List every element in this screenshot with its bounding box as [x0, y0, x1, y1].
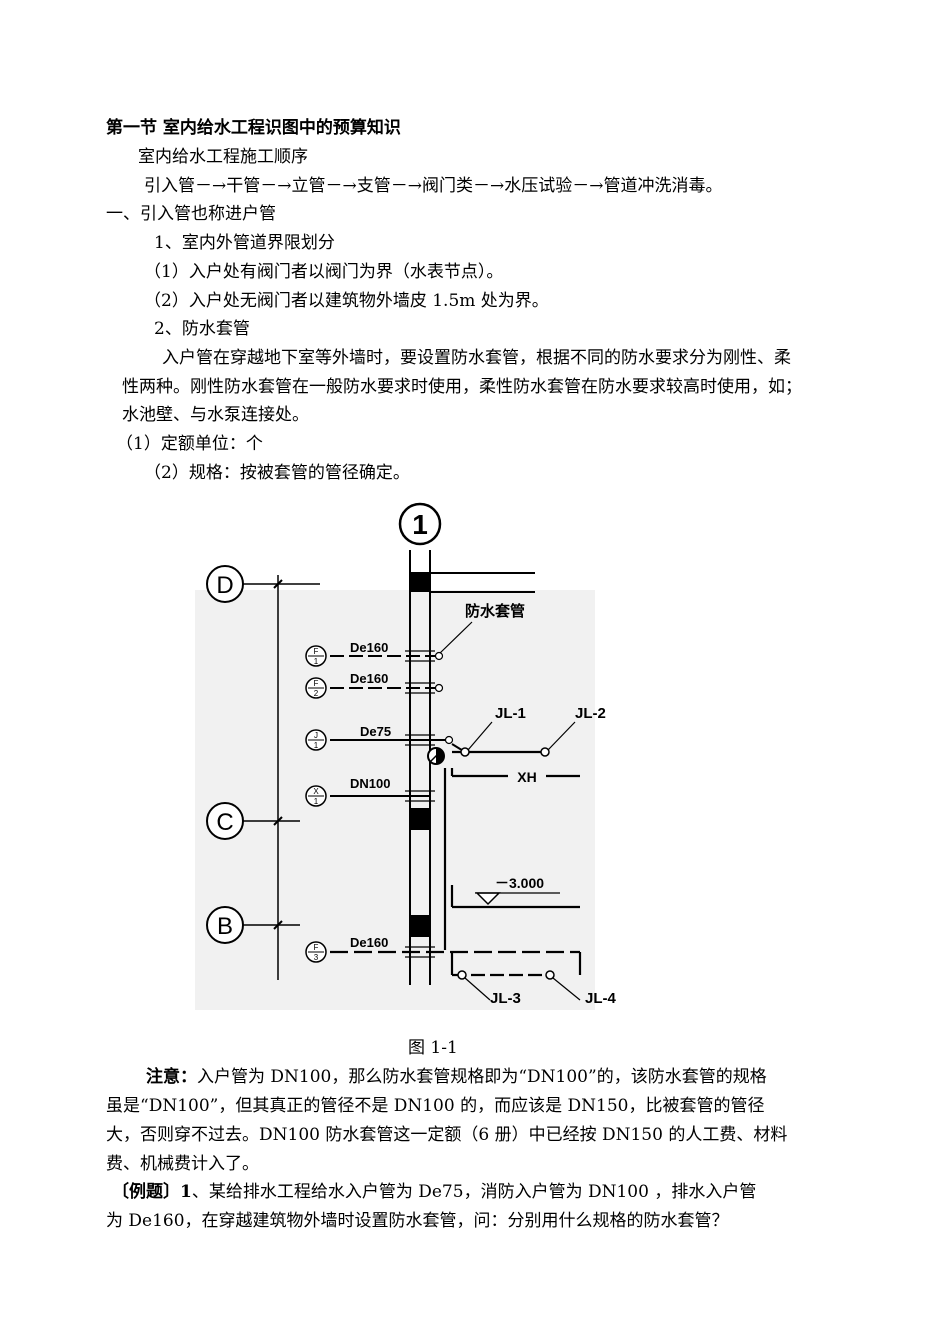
note-line-4: 费、机械费计入了。 — [106, 1154, 259, 1174]
riser-label-jl2: JL-2 — [575, 705, 606, 722]
axis-label-b: B — [217, 913, 233, 940]
section-one-title: 一、引入管也称进户管 — [106, 204, 276, 224]
riser-node-jl1 — [460, 747, 470, 757]
tag-f3-bottom: 3 — [314, 953, 319, 962]
column-block — [410, 915, 431, 937]
paragraph-line-3: 水池壁、与水泵连接处。 — [122, 405, 309, 425]
example-text-1: 、某给排水工程给水入户管为 De75，消防入户管为 DN100 ，排水入户管 — [191, 1182, 757, 1202]
note-line-1: 注意：入户管为 DN100，那么防水套管规格即为“DN100”的，该防水套管的规… — [146, 1066, 767, 1088]
riser-label-jl1: JL-1 — [495, 705, 526, 722]
tag-x1-bottom: 1 — [314, 797, 319, 806]
item-2-title: 2、防水套管 — [154, 319, 250, 339]
pipe-label-de160-1: De160 — [350, 640, 388, 655]
item-2-2: （2）规格：按被套管的管径确定。 — [144, 463, 410, 483]
valve-node — [434, 651, 444, 661]
note-text-1: 入户管为 DN100，那么防水套管规格即为“DN100”的，该防水套管的规格 — [197, 1067, 767, 1087]
valve-node — [434, 683, 444, 693]
axis-label-d: D — [216, 572, 233, 599]
riser-node-jl3 — [457, 970, 467, 980]
paragraph-line-2: 性两种。刚性防水套管在一般防水要求时使用，柔性防水套管在防水要求较高时使用，如； — [122, 377, 802, 397]
paragraph-line-1: 入户管在穿越地下室等外墙时，要设置防水套管，根据不同的防水要求分为刚性、柔 — [162, 348, 791, 368]
axis-label-c: C — [216, 809, 233, 836]
column-block — [410, 572, 431, 592]
note-line-3: 大，否则穿不过去。DN100 防水套管这一定额（6 册）中已经按 DN150 的… — [106, 1125, 788, 1145]
tag-f3-top: F — [314, 943, 319, 952]
pipe-label-de160-3: De160 — [350, 935, 388, 950]
note-label: 注意： — [146, 1067, 197, 1087]
tag-f2-top: F — [314, 679, 319, 688]
example-line-2: 为 De160，在穿越建筑物外墙时设置防水套管，问：分别用什么规格的防水套管？ — [106, 1211, 729, 1231]
example-label: 〔例题〕1 — [112, 1182, 192, 1202]
item-1-1: （1）入户处有阀门者以阀门为界（水表节点）。 — [144, 262, 504, 282]
section-heading: 第一节 室内给水工程识图中的预算知识 — [106, 118, 401, 138]
tag-j1-top: J — [314, 731, 318, 740]
column-label-1: 1 — [412, 509, 428, 540]
riser-label-jl3: JL-3 — [490, 990, 521, 1007]
column-block — [410, 808, 431, 830]
elevation-label: －3.000 — [495, 875, 544, 891]
sub-heading: 室内给水工程施工顺序 — [138, 147, 308, 167]
pipe-label-de160-2: De160 — [350, 671, 388, 686]
tag-j1-bottom: 1 — [314, 741, 319, 750]
figure-background — [195, 590, 595, 1010]
tag-x1-top: X — [313, 787, 319, 796]
tag-f2-bottom: 2 — [314, 689, 319, 698]
sleeve-label: 防水套管 — [465, 602, 525, 620]
construction-sequence: 引入管－→干管－→立管－→支管－→阀门类－→水压试验－→管道冲洗消毒。 — [144, 176, 723, 196]
fire-riser-label-xh: XH — [517, 769, 536, 785]
figure-caption: 图 1-1 — [408, 1038, 458, 1058]
example-line-1: 〔例题〕1、某给排水工程给水入户管为 De75，消防入户管为 DN100 ，排水… — [112, 1181, 756, 1203]
column-bubble-1 — [398, 502, 442, 546]
note-line-2: 虽是“DN100”，但其真正的管径不是 DN100 的，而应该是 DN150，比… — [106, 1096, 765, 1116]
valve-node — [444, 735, 454, 745]
riser-node-jl2 — [540, 747, 550, 757]
item-2-1: （1）定额单位：个 — [116, 434, 263, 454]
riser-label-jl4: JL-4 — [585, 990, 617, 1007]
pipe-label-de75: De75 — [360, 724, 391, 739]
pipe-diagram-figure: D C B 1 防水套管 F 1 De160 F 2 De160 J 1 De7… — [195, 502, 617, 1010]
item-1-title: 1、室内外管道界限划分 — [154, 233, 335, 253]
tag-f1-top: F — [314, 647, 319, 656]
tag-f1-bottom: 1 — [314, 657, 319, 666]
item-1-2: （2）入户处无阀门者以建筑物外墙皮 1.5m 处为界。 — [144, 291, 549, 311]
pipe-label-dn100: DN100 — [350, 776, 390, 791]
riser-node-jl4 — [545, 970, 555, 980]
